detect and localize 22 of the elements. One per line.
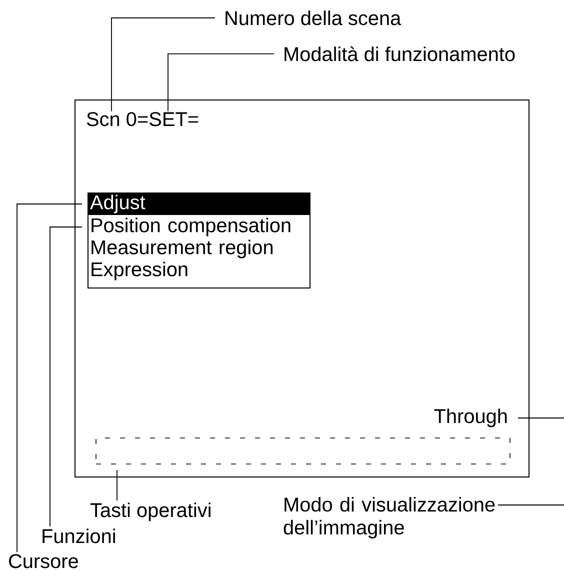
- leader-line: [116, 470, 118, 501]
- screen-text: =SET=: [138, 112, 198, 126]
- leader-line: [111, 17, 216, 112]
- callout-label: Funzioni: [42, 528, 115, 544]
- leader-line: [168, 53, 274, 112]
- callout-label: Modalità di funzionamento: [284, 46, 515, 62]
- callout-label: Modo di visualizzazione dell’immagine: [284, 497, 495, 538]
- selected-menu-item: Adjust: [88, 193, 310, 215]
- callout-label: Tasti operativi: [90, 502, 210, 522]
- leader-line: [498, 504, 564, 506]
- callout-label: Cursore: [9, 554, 78, 568]
- leader-line: [50, 226, 82, 527]
- dashed-key-area: [96, 438, 510, 464]
- screen-frame: [74, 100, 530, 478]
- menu-item: Measurement region: [92, 240, 272, 258]
- menu-item: Expression: [92, 262, 188, 280]
- leader-line: [16, 204, 82, 553]
- callout-label: Numero della scena: [226, 10, 402, 26]
- menu-item: Position compensation: [92, 218, 290, 236]
- menu-box: [88, 192, 310, 288]
- screen-text: Scn 0: [86, 112, 136, 126]
- screen-text: Through: [434, 408, 507, 428]
